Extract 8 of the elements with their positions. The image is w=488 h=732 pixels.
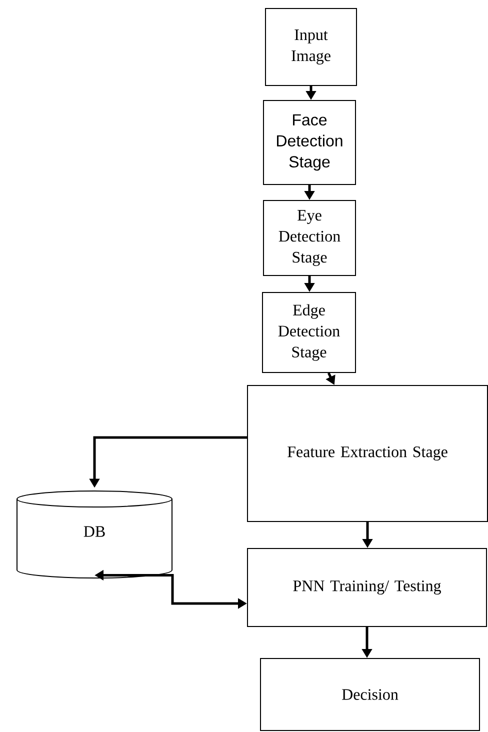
process-box: PNN Training/ Testing xyxy=(247,548,487,627)
process-box: Face Detection Stage xyxy=(263,100,356,185)
process-box: Edge Detection Stage xyxy=(262,292,356,373)
process-box: Eye Detection Stage xyxy=(263,200,356,276)
process-box: Feature Extraction Stage xyxy=(247,385,488,522)
database-cylinder: DB xyxy=(16,490,172,578)
process-box: Decision xyxy=(260,658,480,731)
process-box: Input Image xyxy=(265,8,357,86)
